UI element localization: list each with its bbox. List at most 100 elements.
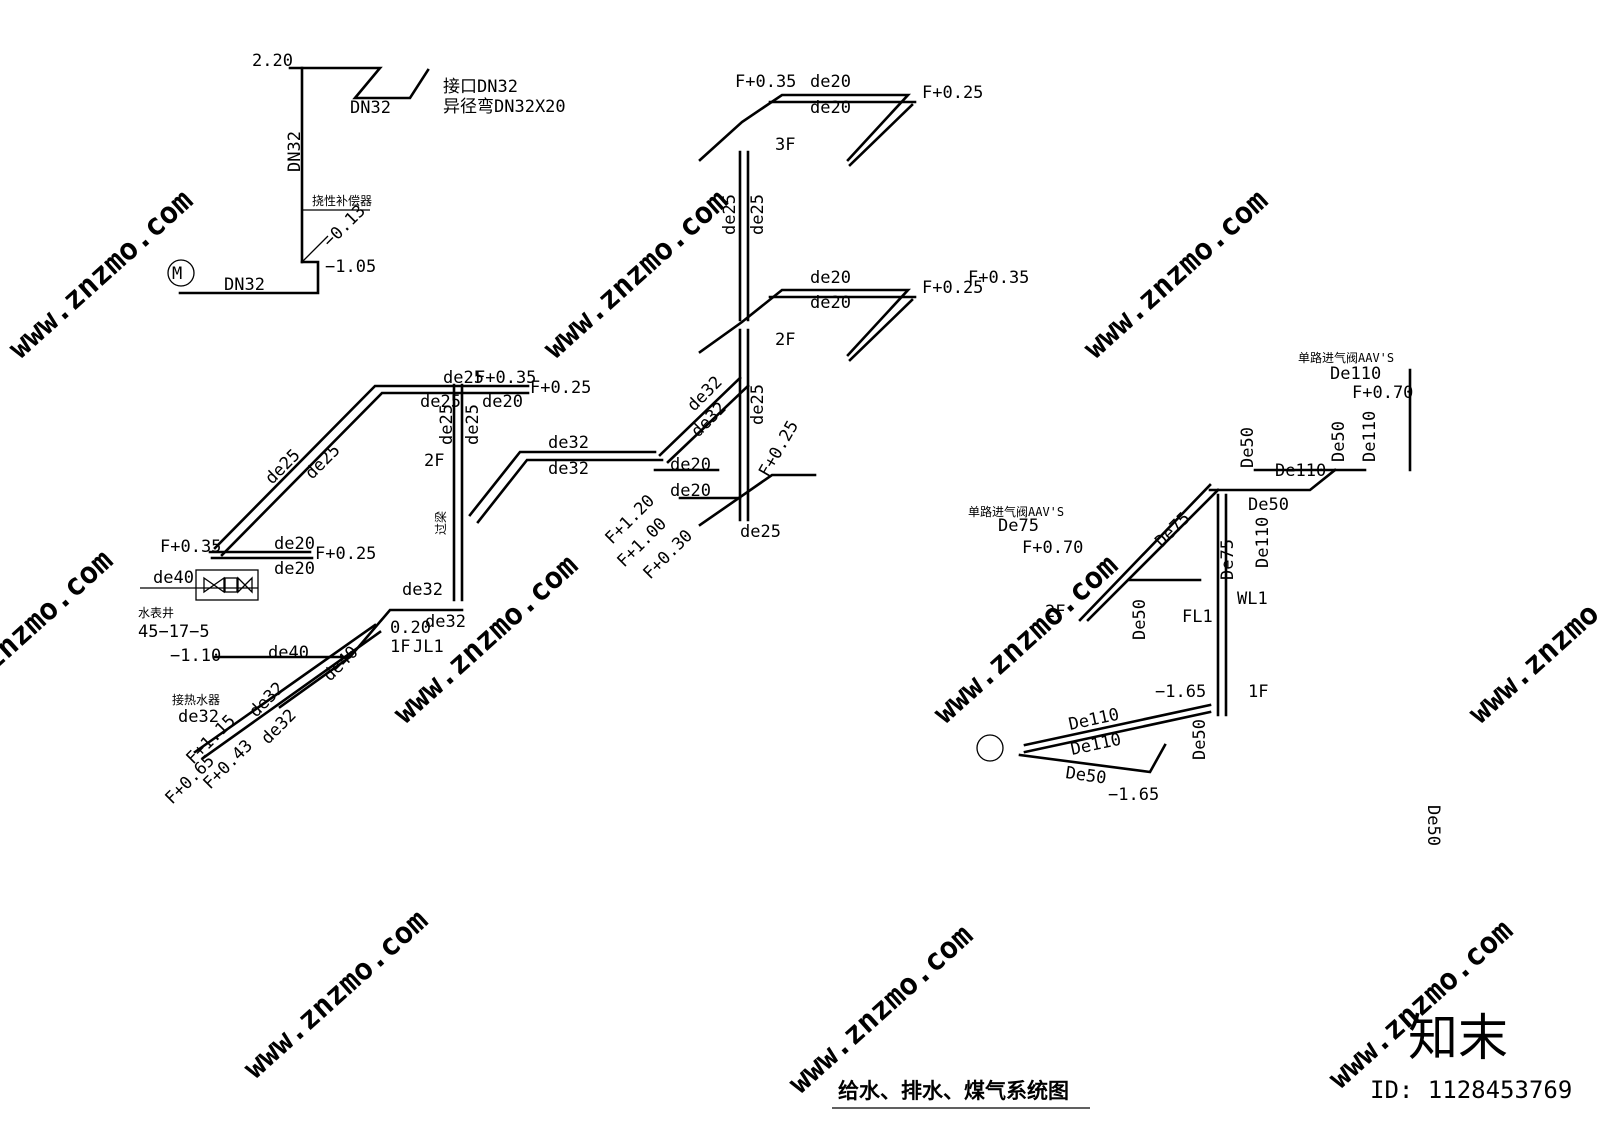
water-de25-low: de25	[740, 522, 781, 542]
svg-text:M: M	[172, 264, 182, 284]
water-cross-beam: 过梁	[433, 511, 448, 535]
water-meter-f025: F+0.25	[315, 544, 376, 564]
water-elev-110: −1.10	[170, 646, 221, 666]
drain-aav-f070: F+0.70	[1352, 383, 1413, 403]
drain-fl1: FL1	[1182, 607, 1213, 627]
gas-top-elevation: 2.20	[252, 51, 293, 71]
drain-2f-floor: 2F	[1045, 602, 1065, 622]
water-de32-low-b: de32	[425, 612, 466, 632]
drain-de50-h: De50	[1248, 495, 1289, 515]
watermark-9: www.znzmo.com	[782, 918, 980, 1101]
water-elev-020: 0.20	[390, 618, 431, 638]
drain-de75-vert: De75	[1218, 539, 1238, 580]
water-heater-de32: de32	[178, 707, 219, 727]
water-de32-main-a: de32	[548, 433, 589, 453]
water-de20-branch-b: de20	[670, 481, 711, 501]
drain-de110-vert: De110	[1360, 411, 1380, 462]
drain-de75-diag: De75	[1151, 508, 1194, 551]
water-jl1: JL1	[413, 637, 444, 657]
drain-de50-vert-a: De50	[1238, 427, 1258, 468]
water-meter-de20-b: de20	[274, 559, 315, 579]
watermark-3: www.znzmo.com	[1077, 183, 1275, 366]
water-2f-f035: F+0.35	[968, 268, 1029, 288]
drain-aav-de110: De110	[1330, 364, 1381, 384]
brand-logo: 知末	[1408, 1009, 1508, 1067]
water-1f-2f-floor: 2F	[424, 451, 444, 471]
water-lower-de25: de25	[748, 384, 768, 425]
drain-wl1: WL1	[1237, 589, 1268, 609]
water-3f-de20-top: de20	[810, 72, 851, 92]
water-f025-branch: F+0.25	[755, 417, 803, 480]
water-1f-de25-lower: de25	[420, 392, 461, 412]
drain-f070-left: F+0.70	[1022, 538, 1083, 558]
watermark-6: www.znzmo.com	[927, 548, 1125, 731]
water-meter-well-no: 45−17−5	[138, 622, 210, 642]
gas-reducer-label: 异径弯DN32X20	[443, 97, 566, 117]
gas-elev-013: −0.13	[319, 201, 369, 251]
gas-interface-label: 接口DN32	[443, 77, 518, 97]
watermark-10: www.znzmo.com	[1322, 913, 1520, 1096]
drain-de50-vert-b: De50	[1329, 421, 1349, 462]
gas-elev-105: −1.05	[325, 257, 376, 277]
drain-de50-edge: De50	[1423, 805, 1443, 846]
water-3f-de20-mid: de20	[810, 98, 851, 118]
water-2f-f025: F+0.25	[922, 278, 983, 298]
drain-elev-165-top: −1.65	[1155, 682, 1206, 702]
drain-de50-out-vert: De50	[1190, 719, 1210, 760]
water-1f-de25-top: de25	[443, 368, 484, 388]
drain-aav-top: 单路进气阀AAV'S	[1298, 350, 1394, 365]
watermark-8: www.znzmo.com	[237, 903, 435, 1086]
water-de20-branch-a: de20	[670, 455, 711, 475]
drainage-system: 单路进气阀AAV'S De110 F+0.70 De50 De110 De50 …	[968, 350, 1443, 846]
water-1f-floor: 1F	[390, 637, 410, 657]
water-riser-de25-a: de25	[720, 194, 740, 235]
water-de32-low-a: de32	[402, 580, 443, 600]
gas-dn32-label: DN32	[350, 98, 391, 118]
water-meter-f035: F+0.35	[160, 537, 221, 557]
image-id: ID: 1128453769	[1370, 1076, 1572, 1104]
water-meter-well	[195, 569, 259, 601]
watermark-1: www.znzmo.com	[2, 183, 200, 366]
gas-compensator-label: 挠性补偿器	[312, 193, 372, 208]
drain-de110-h: De110	[1275, 461, 1326, 481]
water-1f-f025: F+0.25	[530, 378, 591, 398]
water-riser-1f-de25-a: de25	[437, 404, 457, 445]
valve-icon	[203, 576, 225, 594]
water-2f-de20-top: de20	[810, 268, 851, 288]
water-meter-de20-a: de20	[274, 534, 315, 554]
drain-de75-left: De75	[998, 516, 1039, 536]
water-1f-de20: de20	[482, 392, 523, 412]
drain-de50-out: De50	[1064, 763, 1107, 789]
water-3f-f035: F+0.35	[735, 72, 796, 92]
water-riser-de25-b: de25	[748, 194, 768, 235]
drain-aav-left: 单路进气阀AAV'S	[968, 504, 1064, 519]
water-1f-f035: F+0.35	[475, 368, 536, 388]
gas-meter-icon	[167, 259, 195, 287]
gas-inlet-dn32-label: DN32	[224, 275, 265, 295]
water-3f-floor: 3F	[775, 135, 795, 155]
gas-system: M 2.20 DN32 DN32 DN32 接口DN32 异径弯DN32X20 …	[167, 51, 566, 295]
watermark-layer: www.znzmo.com www.znzmo.com www.znzmo.co…	[0, 183, 1600, 1101]
water-meter-well-label: 水表井	[138, 606, 174, 620]
watermark-7: www.znzmo.com	[1462, 548, 1600, 731]
water-de40-bottom: de40	[268, 643, 309, 663]
water-de32-main-b: de32	[548, 459, 589, 479]
watermark-2: www.znzmo.com	[537, 183, 735, 366]
drain-de50-2f: De50	[1130, 599, 1150, 640]
drawing-title: 给水、排水、煤气系统图	[838, 1079, 1069, 1103]
water-heater-label: 接热水器	[172, 692, 220, 707]
water-riser-1f-de25-b: de25	[463, 404, 483, 445]
drain-outlet-icon	[976, 734, 1004, 762]
water-diag-de25-b: de25	[301, 440, 344, 483]
drain-de110-riser: De110	[1253, 517, 1273, 568]
water-2f-floor: 2F	[775, 330, 795, 350]
drain-1f-floor: 1F	[1248, 682, 1268, 702]
water-diag-de25-a: de25	[261, 445, 304, 488]
water-supply-system: F+0.35 de20 de20 F+0.25 3F de25 de25 de2…	[138, 72, 1029, 809]
watermark-4: www.znzmo.com	[0, 543, 120, 726]
water-2f-de20-mid: de20	[810, 293, 851, 313]
water-de40-inlet: de40	[153, 568, 194, 588]
drain-elev-165-bottom: −1.65	[1108, 785, 1159, 805]
gas-riser-dn32-label: DN32	[285, 131, 305, 172]
